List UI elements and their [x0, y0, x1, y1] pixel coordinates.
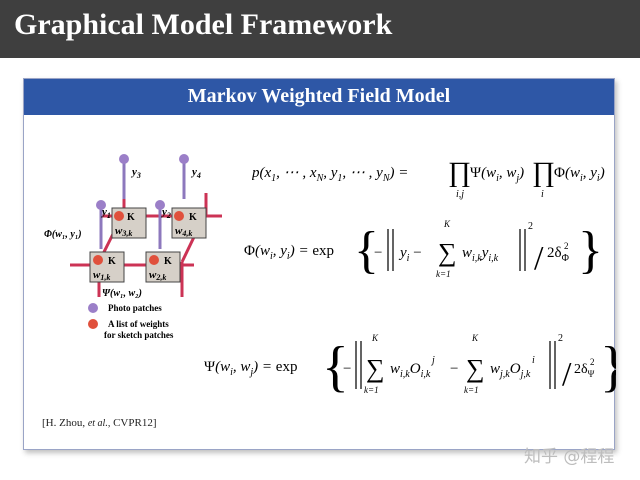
- node-label-y4: y4: [190, 166, 201, 180]
- svg-text:{: {: [354, 222, 379, 279]
- equation-joint: p(x1, ⋯ , xN, y1, ⋯ , yN) = ∏ i,j Ψ(wi, …: [252, 157, 605, 200]
- svg-text:∏: ∏: [532, 157, 555, 188]
- svg-text:w3,k: w3,k: [115, 225, 132, 238]
- svg-text:{: {: [322, 336, 349, 398]
- photo-node-y1: [96, 200, 106, 210]
- svg-text:2δΦ: 2δΦ: [547, 245, 569, 264]
- svg-text:−: −: [450, 361, 458, 377]
- svg-text:2δΨ: 2δΨ: [574, 362, 595, 379]
- weight-box-w1: K w1,k: [89, 251, 125, 283]
- svg-text:K: K: [127, 212, 135, 223]
- svg-text:∑: ∑: [438, 238, 457, 267]
- node-label-y2: y2: [160, 206, 171, 220]
- svg-text:j: j: [430, 355, 435, 366]
- slide-title: Graphical Model Framework: [14, 8, 393, 41]
- svg-text:2: 2: [528, 221, 533, 232]
- photo-node-y4: [179, 154, 189, 164]
- svg-text:∏: ∏: [448, 157, 471, 188]
- photo-node-y2: [155, 200, 165, 210]
- svg-text:k=1: k=1: [464, 385, 479, 395]
- subtitle-bar: Markov Weighted Field Model: [24, 79, 614, 115]
- svg-text:Φ(wi, yi): Φ(wi, yi): [554, 165, 605, 184]
- svg-text:−: −: [374, 245, 382, 261]
- content-frame: Markov Weighted Field Model y3 y4: [23, 78, 616, 450]
- svg-text:wi,kOi,k: wi,kOi,k: [390, 361, 431, 380]
- svg-text:wj,kOj,k: wj,kOj,k: [490, 361, 531, 380]
- svg-text:∑: ∑: [466, 354, 485, 383]
- weight-box-w2: K w2,k: [145, 251, 181, 283]
- svg-text:K: K: [371, 333, 379, 343]
- watermark: 知乎 @程程: [524, 447, 615, 467]
- svg-text:Ψ(wi, wj) = exp: Ψ(wi, wj) = exp: [204, 359, 297, 378]
- svg-text:Ψ(wi, wj): Ψ(wi, wj): [470, 165, 524, 184]
- svg-text:K: K: [164, 256, 172, 267]
- svg-text:}: }: [600, 336, 616, 398]
- svg-text:k=1: k=1: [436, 269, 451, 279]
- node-label-y1: y1: [100, 206, 111, 220]
- svg-text:yi −: yi −: [398, 245, 422, 264]
- svg-text:wi,kyi,k: wi,kyi,k: [462, 245, 499, 264]
- svg-text:k=1: k=1: [364, 385, 379, 395]
- svg-text:}: }: [578, 222, 603, 279]
- citation-post: CVPR12]: [110, 417, 157, 429]
- legend-weights-dot: [88, 319, 98, 329]
- citation-pre: [H. Zhou,: [42, 417, 88, 429]
- svg-text:2: 2: [590, 357, 595, 367]
- psi-label: Ψ(w₁, w₂): [102, 288, 142, 299]
- svg-text:∑: ∑: [366, 354, 385, 383]
- svg-text:i: i: [532, 355, 535, 366]
- panel-title: Markov Weighted Field Model: [187, 85, 451, 107]
- svg-text:i,j: i,j: [456, 189, 464, 200]
- svg-text:K: K: [189, 212, 197, 223]
- equation-psi: Ψ(wi, wj) = exp { − K ∑ k=1 wi,kOi,k j −…: [204, 333, 616, 398]
- equation-phi: Φ(wi, yi) = exp { − yi − K ∑ k=1 wi,kyi,…: [244, 219, 603, 279]
- weight-box-w4: K w4,k: [171, 207, 207, 239]
- svg-text:−: −: [343, 361, 351, 377]
- mrf-diagram: y3 y4 y1 y2 K w3,k K w4,k K w1,k: [44, 154, 222, 340]
- svg-text:Φ(wi, yi) = exp: Φ(wi, yi) = exp: [244, 243, 334, 262]
- svg-text:w2,k: w2,k: [149, 269, 166, 282]
- weight-box-w3: K w3,k: [111, 207, 147, 239]
- svg-text:w4,k: w4,k: [175, 225, 192, 238]
- legend-weights-line1: A list of weights: [108, 319, 169, 329]
- svg-text:2: 2: [558, 333, 563, 344]
- svg-text:w1,k: w1,k: [93, 269, 110, 282]
- citation: [H. Zhou, et al., CVPR12]: [42, 417, 156, 429]
- svg-text:i: i: [541, 189, 544, 200]
- svg-text:K: K: [471, 333, 479, 343]
- stems: [99, 161, 186, 249]
- svg-text:2: 2: [564, 241, 569, 251]
- phi-label: Φ(w₁, y₁): [44, 229, 82, 240]
- svg-text:/: /: [534, 240, 544, 277]
- citation-etal: et al.,: [87, 418, 111, 429]
- equation-joint-text: p(x1, ⋯ , xN, y1, ⋯ , yN) =: [252, 165, 408, 184]
- legend-weights-line2: for sketch patches: [104, 330, 174, 340]
- svg-text:K: K: [108, 256, 116, 267]
- svg-text:K: K: [443, 219, 451, 229]
- node-label-y3: y3: [130, 166, 141, 180]
- legend-photo-label: Photo patches: [108, 303, 162, 313]
- title-bar: Graphical Model Framework: [0, 0, 640, 58]
- legend-photo-dot: [88, 303, 98, 313]
- photo-node-y3: [119, 154, 129, 164]
- svg-text:/: /: [562, 356, 572, 393]
